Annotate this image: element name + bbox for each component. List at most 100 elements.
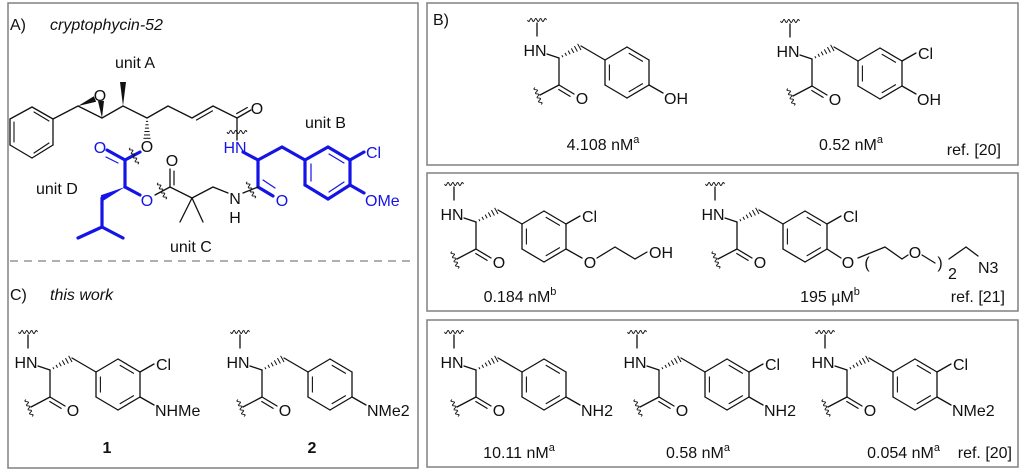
bond xyxy=(748,363,764,373)
bond xyxy=(9,144,33,159)
bond xyxy=(456,248,477,260)
wedge-bond xyxy=(78,96,97,106)
hashed-bond xyxy=(273,360,278,366)
atom-label: H xyxy=(229,210,241,227)
hashed-bond xyxy=(852,364,855,368)
wavy-bond-break-icon xyxy=(633,399,643,417)
wavy-bond-break-icon xyxy=(450,251,460,269)
bond xyxy=(901,52,917,62)
bond xyxy=(901,85,917,95)
bond xyxy=(565,248,583,259)
potency-value: 10.11 nMa xyxy=(483,442,556,462)
bond xyxy=(811,89,824,98)
para-substituent-label: NMe2 xyxy=(952,403,995,420)
potency-value: 0.054 nMa xyxy=(867,442,941,462)
wavy-bond-break-icon xyxy=(450,399,460,417)
bond xyxy=(256,185,275,198)
bond xyxy=(539,84,560,96)
potency-number: 195 µM xyxy=(800,289,854,306)
nh-label: HN xyxy=(811,355,834,372)
bond xyxy=(646,365,660,371)
carbonyl-o-label: O xyxy=(576,91,588,108)
bond xyxy=(543,396,567,411)
carbonyl-o-label: O xyxy=(493,255,505,272)
hashed-bond xyxy=(667,362,671,367)
bond xyxy=(303,145,330,162)
wavy-bond-break-icon xyxy=(245,181,257,199)
hashed-bond xyxy=(742,216,745,220)
bond xyxy=(236,106,248,115)
potency-number: 10.11 nM xyxy=(483,445,549,462)
panel-frames xyxy=(7,2,1019,469)
panel-mid-frame xyxy=(426,172,1019,312)
bond xyxy=(261,400,274,409)
unit-c-label: unit C xyxy=(170,239,212,256)
hashed-bond xyxy=(849,366,852,370)
bond xyxy=(704,396,728,411)
carbonyl-o-label: O xyxy=(493,403,505,420)
bond xyxy=(463,365,477,371)
bond xyxy=(936,396,952,406)
bond xyxy=(167,105,193,119)
bond xyxy=(857,85,881,100)
meta-substituent-label: Cl xyxy=(953,357,968,374)
hashed-bond xyxy=(661,366,664,370)
hashed-bond xyxy=(494,355,499,363)
wavy-bond-break-icon xyxy=(711,251,721,269)
nh-label: HN xyxy=(623,355,646,372)
bond xyxy=(139,363,155,373)
potency-value: 4.108 nMa xyxy=(567,134,641,154)
potency-number: 0.52 nM xyxy=(819,137,877,154)
bond xyxy=(475,400,488,409)
bond xyxy=(521,358,545,373)
bond xyxy=(139,396,155,406)
hashed-bond xyxy=(862,357,866,364)
unit-d-label: unit D xyxy=(36,181,78,198)
panel-b-frame xyxy=(426,2,1019,166)
hashed-bond xyxy=(865,355,870,363)
bond xyxy=(179,197,193,223)
bond xyxy=(249,365,263,371)
bond xyxy=(834,365,848,371)
bond xyxy=(256,145,284,162)
hashed-bond xyxy=(494,207,499,215)
para-substituent-label: NH2 xyxy=(764,403,796,420)
bond xyxy=(546,53,560,59)
bond xyxy=(195,110,214,121)
bond xyxy=(936,363,952,373)
atom-label: O xyxy=(276,193,288,210)
bond xyxy=(726,396,750,411)
carbonyl-o-label: O xyxy=(829,92,841,109)
bond xyxy=(948,246,967,260)
panel-c-label: C) xyxy=(10,287,27,304)
bond xyxy=(105,148,127,162)
hashed-bond xyxy=(478,218,481,222)
bond xyxy=(52,105,79,120)
bond xyxy=(604,84,628,99)
bond xyxy=(123,150,142,162)
hashed-bond xyxy=(570,48,575,54)
bond xyxy=(307,358,331,373)
hashed-bond xyxy=(752,209,756,216)
hashed-bond xyxy=(670,360,675,366)
bond xyxy=(558,84,575,95)
wavy-bond-break-icon xyxy=(18,330,38,334)
hashed-bond xyxy=(484,214,488,219)
atom-label: OMe xyxy=(365,193,400,210)
panel-bottom-frame xyxy=(426,319,1019,468)
panel-a-title: cryptophycin-52 xyxy=(50,17,163,34)
bond xyxy=(348,183,366,195)
bond xyxy=(326,183,352,201)
bond xyxy=(921,254,936,264)
atom-label: N xyxy=(229,191,241,208)
bond xyxy=(307,396,331,411)
hashed-bond xyxy=(481,216,484,220)
bond xyxy=(580,45,606,61)
bond xyxy=(326,145,352,162)
bond xyxy=(724,217,738,223)
footnote-marker: b xyxy=(550,286,556,298)
